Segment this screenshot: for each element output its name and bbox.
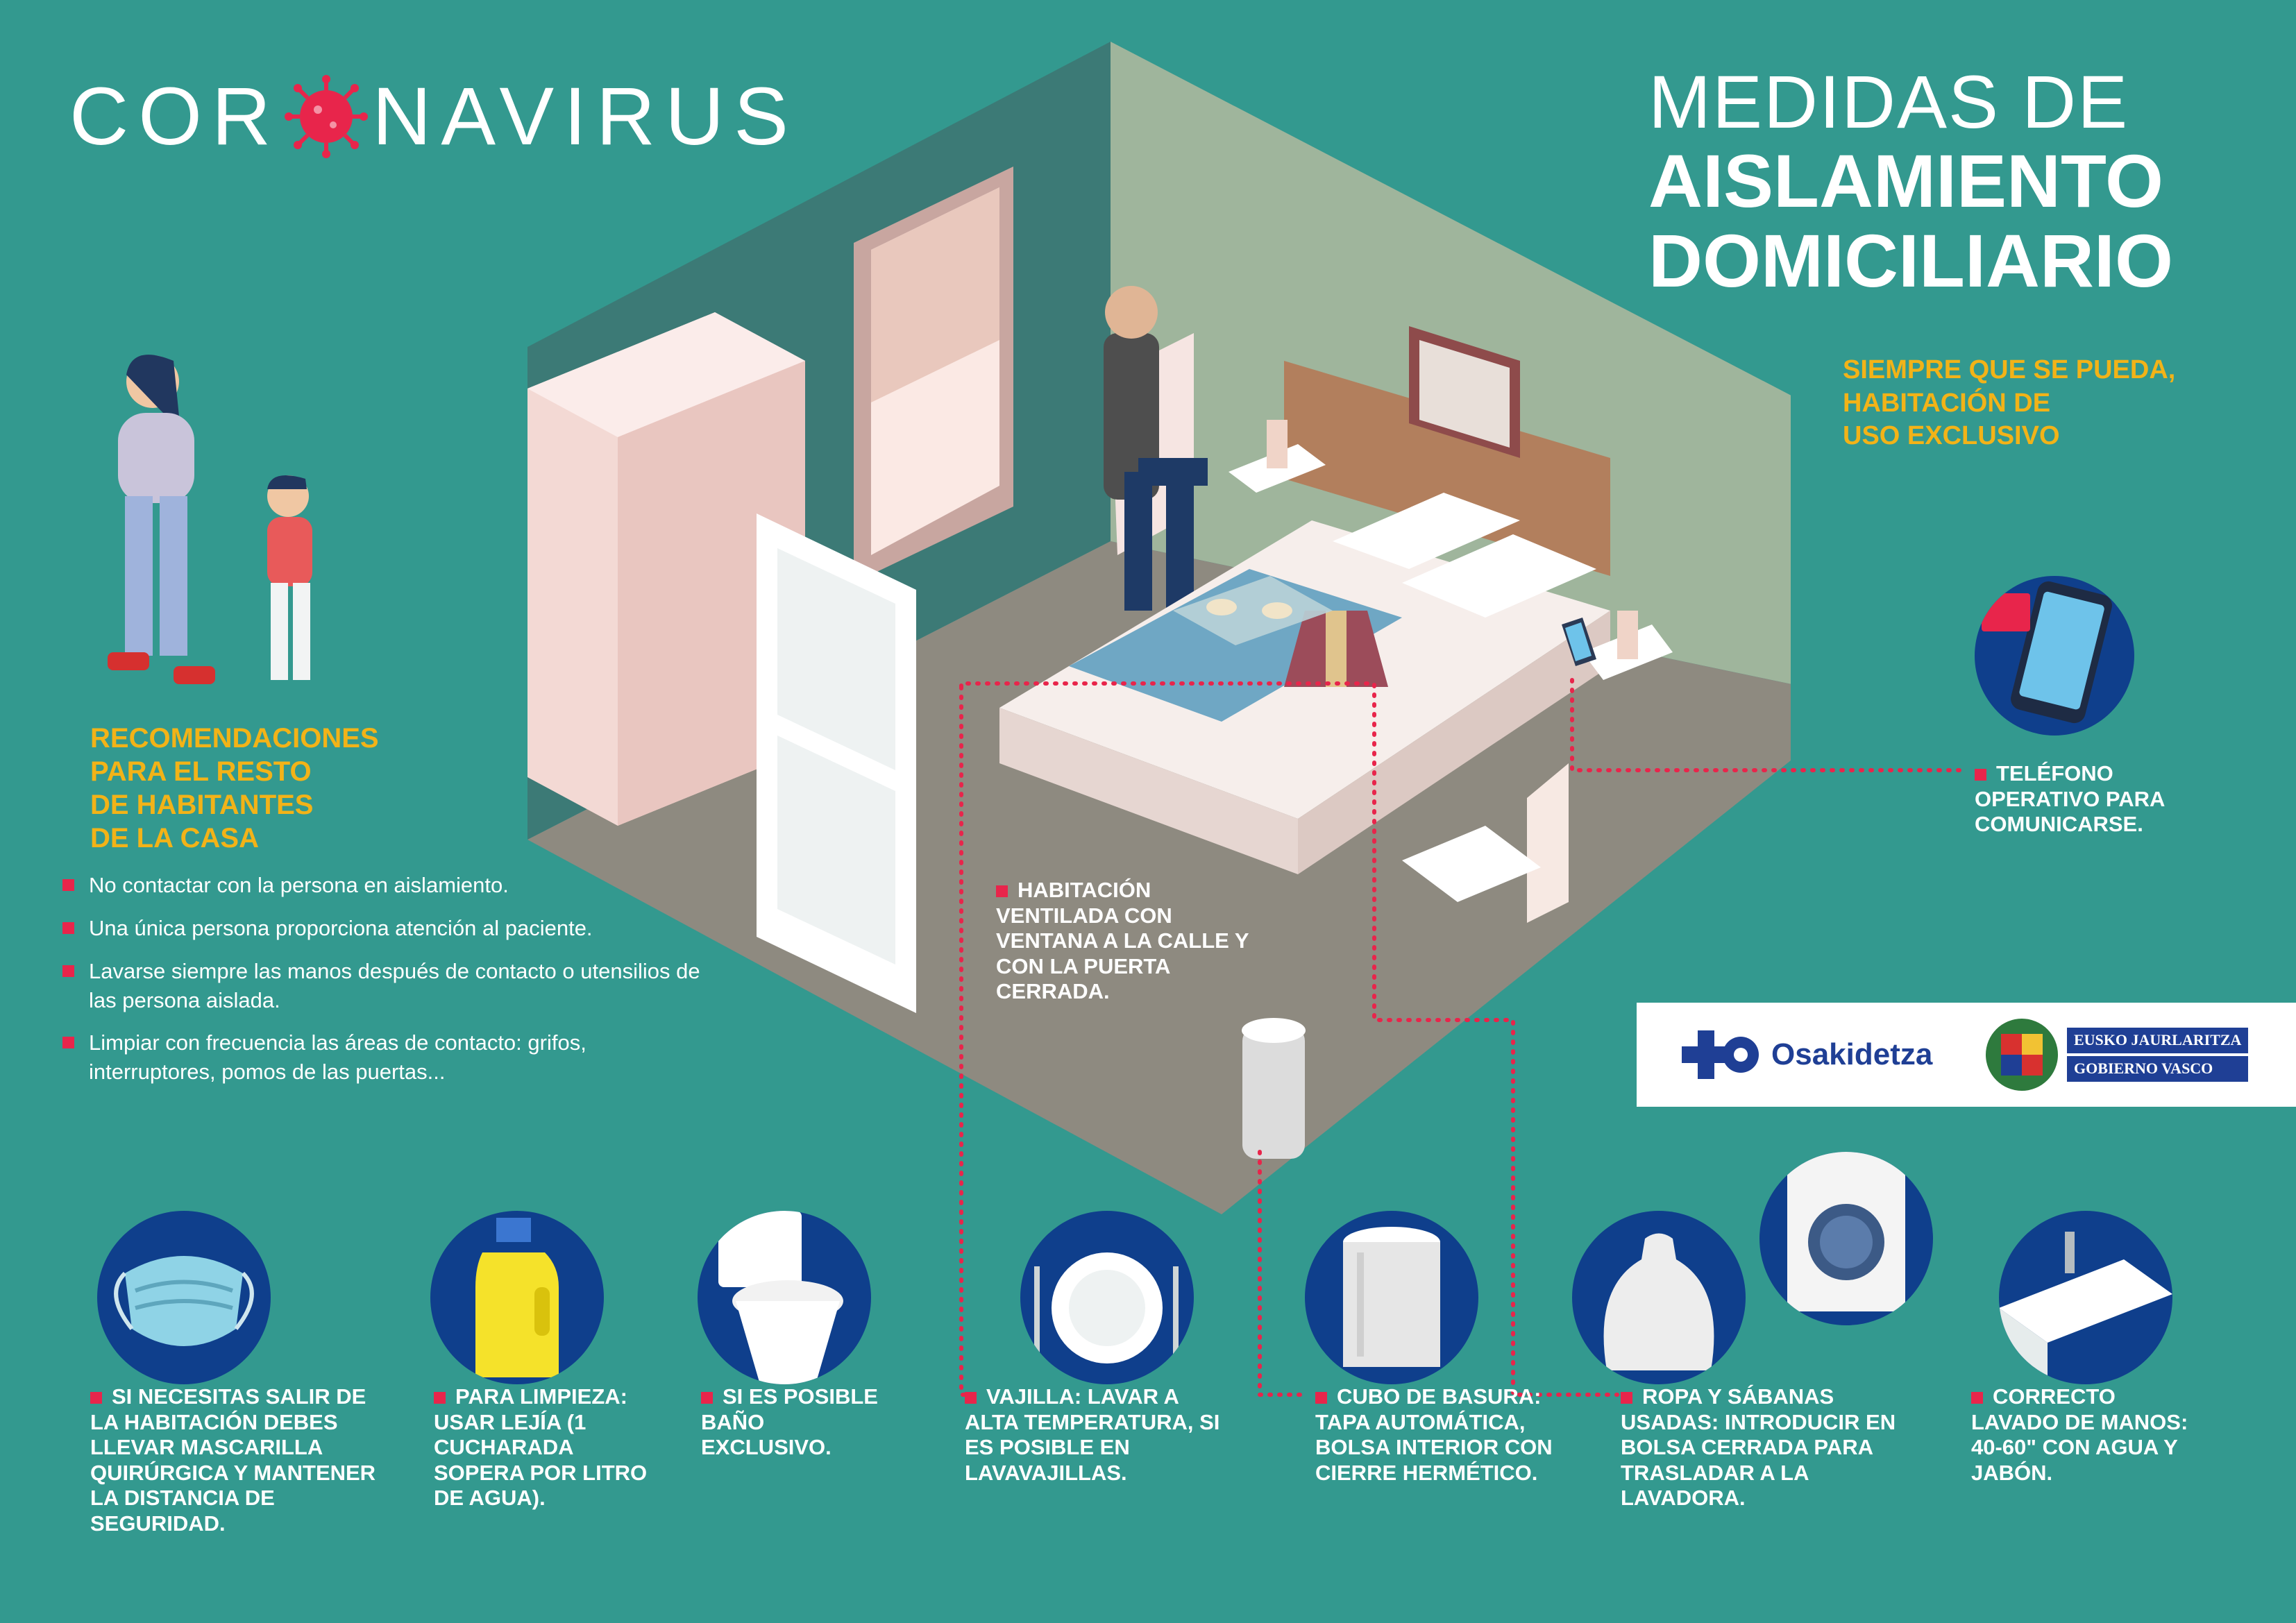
list-item: Limpiar con frecuencia las áreas de cont…: [62, 1028, 708, 1087]
trash-bin-icon: [1343, 1227, 1440, 1367]
dishes-text: VAJILLA: LAVAR A ALTA TEMPERATURA, SI ES…: [965, 1384, 1220, 1485]
laundry-text: ROPA Y SÁBANAS USADAS: INTRODUCIR EN BOL…: [1621, 1384, 1896, 1511]
jacket-icon: [1284, 611, 1388, 687]
bullet-icon: [62, 921, 74, 934]
gv-line-2: GOBIERNO VASCO: [2067, 1056, 2249, 1082]
laundry-bag-circle: [1572, 1211, 1746, 1384]
phone-callout: TELÉFONO OPERATIVO PARA COMUNICARSE.: [1975, 761, 2204, 838]
recommendations-list: No contactar con la persona en aislamien…: [62, 871, 708, 1101]
virus-icon: [285, 75, 369, 158]
room-callout: HABITACIÓN VENTILADA CON VENTANA A LA CA…: [996, 878, 1267, 1005]
washing-machine-icon: [1787, 1152, 1905, 1311]
phone-on-table-icon: [1562, 618, 1596, 666]
page-title: MEDIDAS DE AISLAMIENTO DOMICILIARIO: [1648, 62, 2173, 300]
bullet-icon: [1621, 1392, 1632, 1404]
bullet-icon: [1971, 1392, 1983, 1404]
side-chair-icon: [1402, 763, 1569, 923]
recommendations-title: RECOMENDACIONES PARA EL RESTO DE HABITAN…: [90, 722, 479, 855]
room-callout-text: HABITACIÓN VENTILADA CON VENTANA A LA CA…: [996, 878, 1249, 1004]
rec-title-line-3: DE HABITANTES: [90, 790, 314, 820]
bullet-icon: [701, 1392, 713, 1404]
coat-of-arms-icon: [1986, 1019, 2058, 1091]
footer-item-dishes: VAJILLA: LAVAR A ALTA TEMPERATURA, SI ES…: [965, 1384, 1229, 1486]
exclusive-line-2: HABITACIÓN DE: [1843, 388, 2051, 418]
list-item: Lavarse siempre las manos después de con…: [62, 957, 708, 1015]
list-item: No contactar con la persona en aislamien…: [62, 871, 708, 900]
osakidetza-logo: Osakidetza: [1678, 1027, 1932, 1082]
exclusive-line-3: USO EXCLUSIVO: [1843, 421, 2060, 450]
footer-item-bleach: PARA LIMPIEZA: USAR LEJÍA (1 CUCHARADA S…: [434, 1384, 663, 1511]
bullet-icon: [62, 965, 74, 977]
osakidetza-symbol-icon: [1682, 1030, 1759, 1079]
smartphone-icon: [1982, 581, 2112, 724]
door-icon: [757, 513, 916, 1013]
logo-text-part1: COR: [69, 71, 281, 162]
dishes-circle: [1020, 1211, 1194, 1384]
laundry-bag-icon: [1603, 1233, 1714, 1370]
bedroom-illustration: [527, 42, 1791, 1214]
dishes-connector: [959, 685, 970, 1397]
bullet-icon: [1975, 769, 1986, 781]
bullet-icon: [62, 1037, 74, 1049]
toilet-text: SI ES POSIBLE BAÑO EXCLUSIVO.: [701, 1384, 878, 1460]
phone-callout-text: TELÉFONO OPERATIVO PARA COMUNICARSE.: [1975, 761, 2165, 837]
title-line-2: AISLAMIENTO: [1648, 139, 2164, 223]
toilet-circle: [698, 1211, 871, 1384]
exclusive-room-note: SIEMPRE QUE SE PUEDA, HABITACIÓN DE USO …: [1843, 354, 2231, 453]
bullet-icon: [62, 879, 74, 891]
phone-connector: [1570, 678, 1970, 772]
footer-item-laundry: ROPA Y SÁBANAS USADAS: INTRODUCIR EN BOL…: [1621, 1384, 1898, 1511]
bin-text: CUBO DE BASURA: TAPA AUTOMÁTICA, BOLSA I…: [1315, 1384, 1553, 1485]
institution-logos: Osakidetza EUSKO JAURLARITZA GOBIERNO VA…: [1637, 1003, 2296, 1107]
rec-title-line-4: DE LA CASA: [90, 823, 259, 853]
title-line-3: DOMICILIARIO: [1648, 218, 2173, 303]
gobierno-vasco-logo: EUSKO JAURLARITZA GOBIERNO VASCO: [1984, 1017, 2249, 1093]
dishes-icon: [1034, 1252, 1179, 1363]
bullet-icon: [965, 1392, 977, 1404]
seated-person-icon: [1104, 286, 1208, 624]
bullet-icon: [1315, 1392, 1327, 1404]
title-line-1: MEDIDAS DE: [1648, 60, 2129, 144]
footer-item-toilet: SI ES POSIBLE BAÑO EXCLUSIVO.: [701, 1384, 881, 1461]
bullet-icon: [90, 1392, 102, 1404]
bullet-icon: [996, 885, 1008, 897]
footer-item-mask: SI NECESITAS SALIR DE LA HABITACIÓN DEBE…: [90, 1384, 389, 1536]
sink-icon: [1999, 1232, 2172, 1377]
phone-circle: [1975, 576, 2134, 736]
sink-circle: [1999, 1211, 2172, 1384]
rec-title-line-2: PARA EL RESTO: [90, 756, 312, 787]
mask-text: SI NECESITAS SALIR DE LA HABITACIÓN DEBE…: [90, 1384, 376, 1536]
bleach-bottle-icon: [475, 1218, 559, 1377]
laundry-connector: [959, 681, 1619, 1397]
bin-connector: [1258, 1150, 1307, 1397]
mask-circle: [97, 1211, 271, 1384]
osakidetza-name: Osakidetza: [1771, 1037, 1933, 1071]
toilet-icon: [718, 1211, 843, 1384]
bleach-circle: [430, 1211, 604, 1384]
washing-machine-circle: [1759, 1152, 1933, 1325]
food-tray-icon: [1173, 576, 1333, 645]
list-item: Una única persona proporciona atención a…: [62, 914, 708, 943]
window-icon: [854, 167, 1013, 583]
bullet-icon: [434, 1392, 446, 1404]
gv-line-1: EUSKO JAURLARITZA: [2067, 1028, 2249, 1053]
bin-circle: [1305, 1211, 1478, 1384]
logo-text-part2: NAVIRUS: [372, 71, 799, 162]
rec-title-line-1: RECOMENDACIONES: [90, 723, 379, 754]
family-icon: [108, 355, 312, 684]
room-trash-bin-icon: [1242, 1018, 1306, 1159]
coronavirus-logo: COR NAVIRUS: [69, 69, 798, 164]
bleach-text: PARA LIMPIEZA: USAR LEJÍA (1 CUCHARADA S…: [434, 1384, 648, 1511]
exclusive-line-1: SIEMPRE QUE SE PUEDA,: [1843, 355, 2176, 384]
wall-picture-icon: [1409, 326, 1520, 458]
footer-item-sink: CORRECTO LAVADO DE MANOS: 40-60" CON AGU…: [1971, 1384, 2200, 1486]
mask-icon: [114, 1256, 254, 1346]
sink-text: CORRECTO LAVADO DE MANOS: 40-60" CON AGU…: [1971, 1384, 2188, 1485]
footer-item-bin: CUBO DE BASURA: TAPA AUTOMÁTICA, BOLSA I…: [1315, 1384, 1593, 1486]
